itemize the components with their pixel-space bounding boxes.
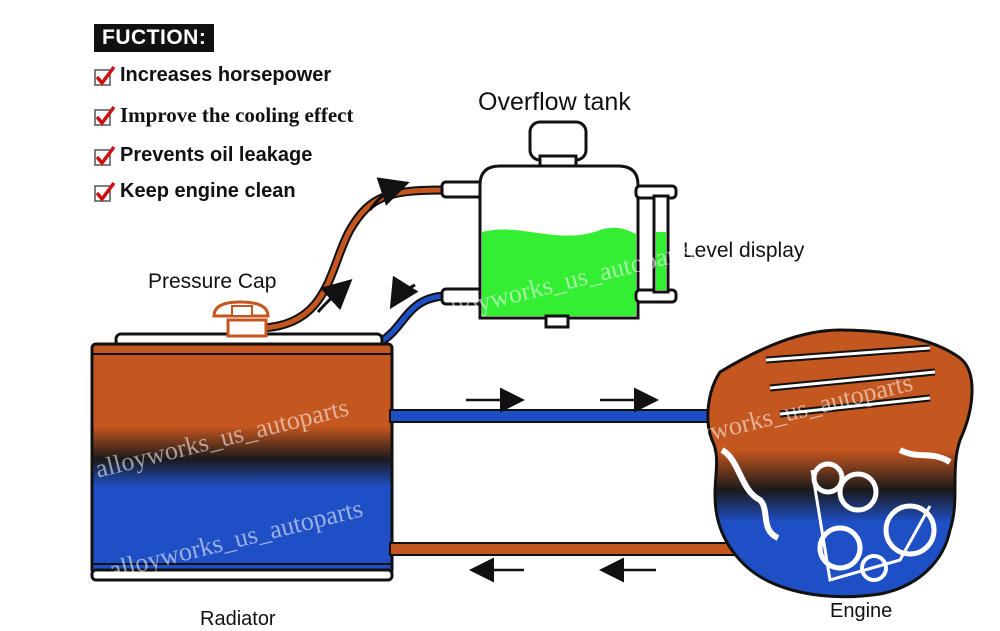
cold-pipe — [389, 409, 721, 423]
checkmark-icon — [94, 181, 116, 202]
feature-text: Increases horsepower — [120, 64, 332, 86]
flow-arrow-cold — [389, 275, 419, 310]
feature-text: Keep engine clean — [120, 180, 296, 202]
feature-item: Increases horsepower — [94, 64, 331, 87]
radiator — [90, 300, 394, 582]
hot-pipe — [389, 542, 751, 556]
overflow-tank — [440, 120, 678, 329]
function-heading: FUCTION: — [94, 24, 215, 52]
engine-label: Engine — [830, 600, 893, 622]
flow-arrow-hot-mid — [316, 278, 353, 313]
feature-item: Prevents oil leakage — [94, 144, 312, 167]
checkmark-icon — [94, 65, 116, 86]
engine — [706, 328, 974, 599]
feature-text: Improve the cooling effect — [120, 103, 354, 127]
checkmark-icon — [94, 105, 116, 126]
feature-text: Prevents oil leakage — [120, 144, 313, 166]
overflow-tank-label: Overflow tank — [478, 88, 631, 116]
feature-item: Improve the cooling effect — [94, 103, 353, 128]
level-display-label: Level display — [683, 239, 805, 262]
checkmark-icon — [94, 145, 116, 166]
radiator-label: Radiator — [200, 608, 276, 630]
feature-item: Keep engine clean — [94, 180, 296, 203]
pressure-cap-label: Pressure Cap — [148, 270, 277, 293]
flow-arrow-hot-up — [368, 177, 410, 211]
